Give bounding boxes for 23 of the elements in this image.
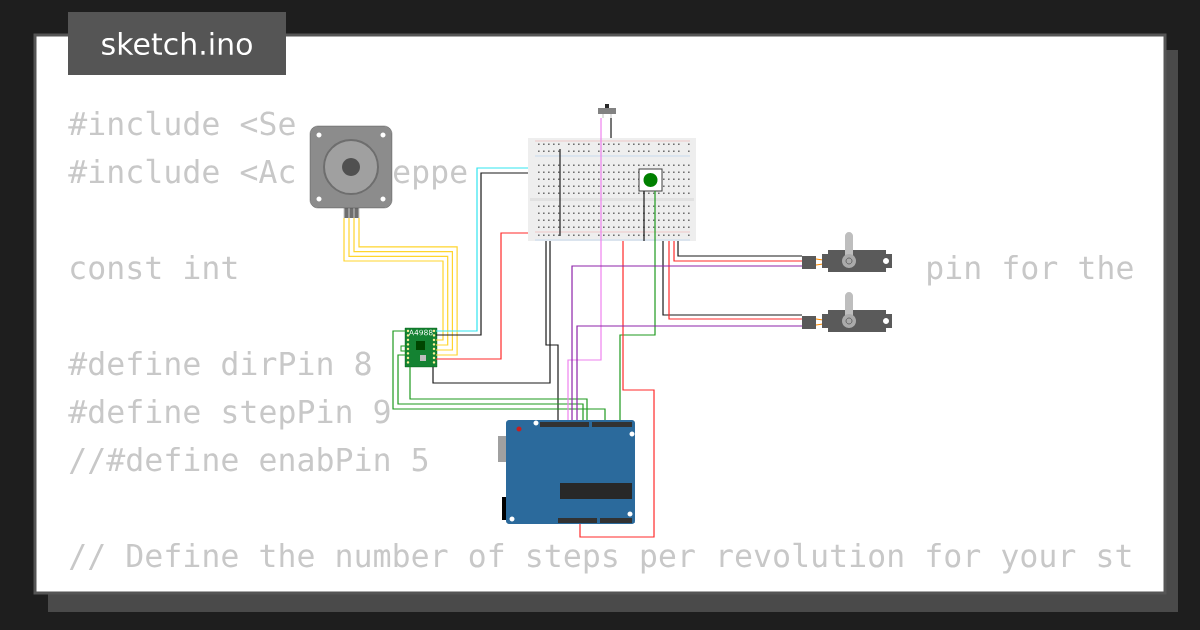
wire — [409, 366, 588, 421]
wire — [545, 240, 559, 421]
wire — [392, 330, 606, 421]
servo-motor-drawing — [802, 232, 892, 272]
wire — [619, 190, 656, 421]
title-tab: sketch.ino — [68, 12, 286, 75]
wire — [610, 117, 612, 139]
wire — [397, 354, 584, 421]
wire — [435, 232, 529, 360]
wire — [677, 240, 803, 257]
stepper-motor-drawing — [309, 125, 393, 219]
push-button-drawing — [638, 168, 663, 192]
wire — [432, 240, 551, 384]
wire — [576, 325, 803, 421]
slide-switch-drawing — [598, 104, 616, 119]
wire — [567, 117, 602, 421]
wire — [571, 265, 803, 421]
servo-motor-drawing — [802, 292, 892, 332]
microcontroller-board-drawing — [498, 420, 635, 524]
wire — [673, 240, 803, 262]
wire — [643, 190, 645, 242]
breadboard-drawing — [528, 138, 696, 241]
wire — [579, 240, 655, 538]
